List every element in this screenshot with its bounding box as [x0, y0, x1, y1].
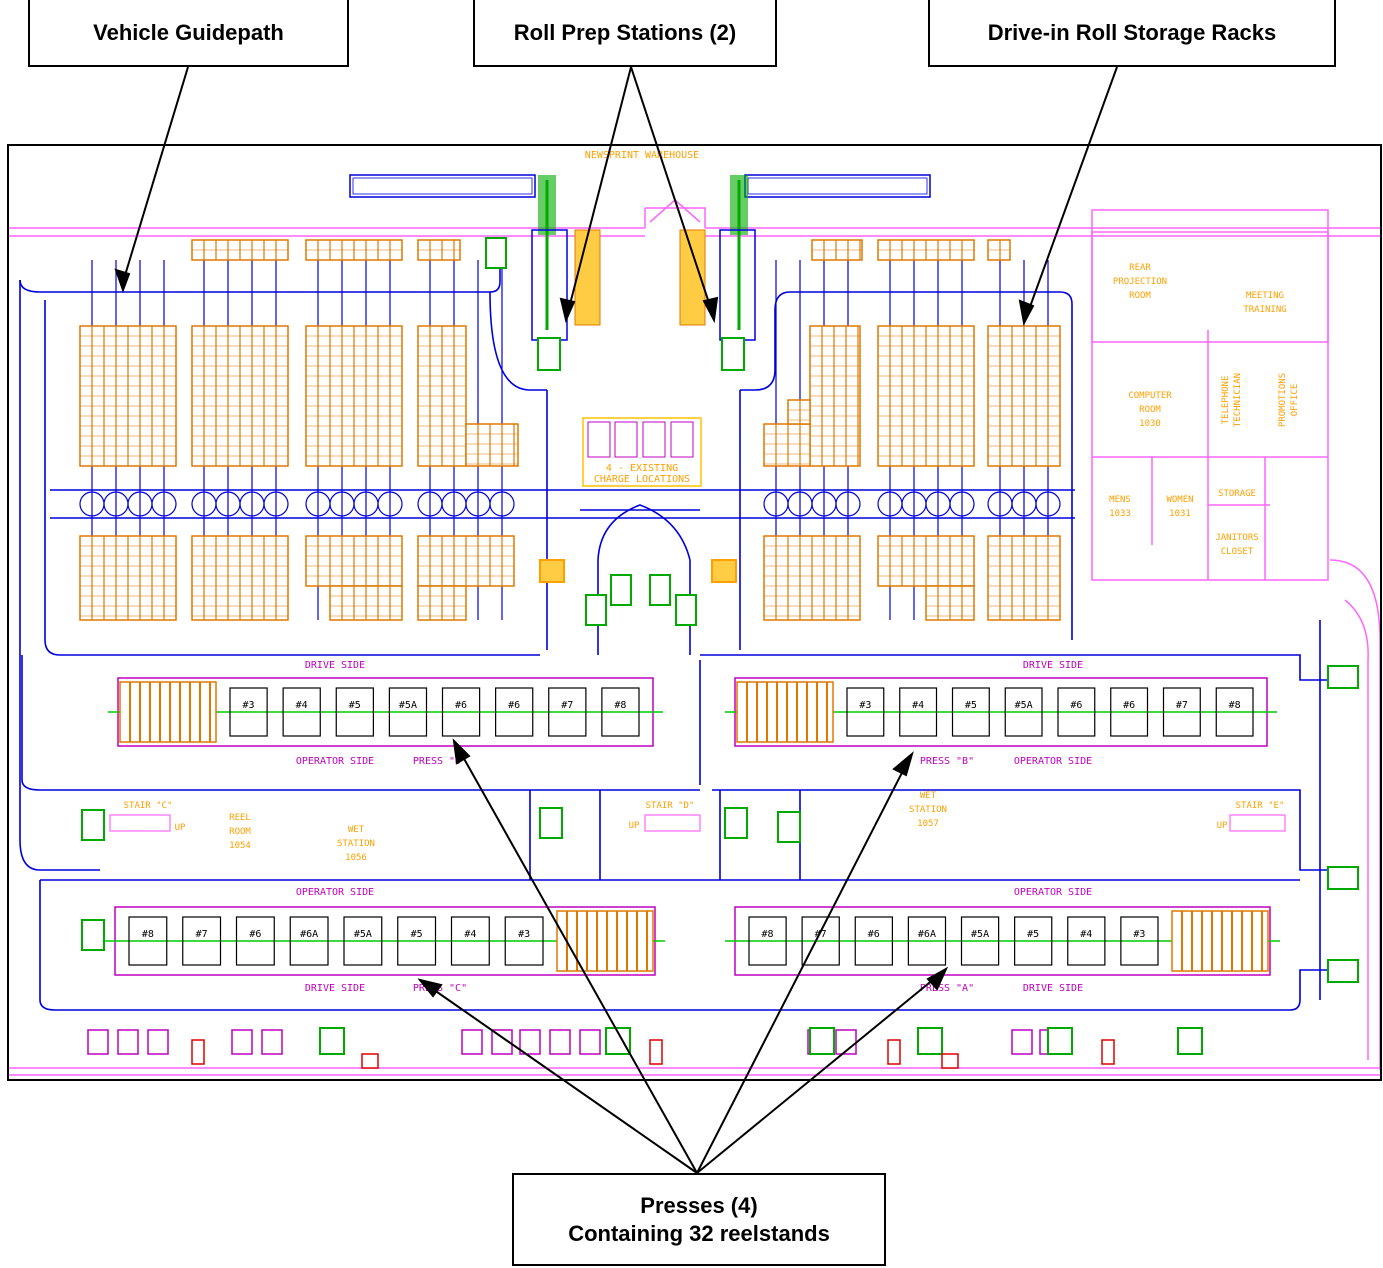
- callout-roll-prep-text: Roll Prep Stations (2): [513, 19, 737, 45]
- callout-presses: Presses (4) Containing 32 reelstands: [512, 1173, 886, 1266]
- callout-presses-line1: Presses (4): [640, 1193, 758, 1218]
- callout-vehicle-guidepath-text: Vehicle Guidepath: [93, 19, 284, 45]
- callout-storage-racks-text: Drive-in Roll Storage Racks: [987, 19, 1277, 45]
- callout-storage-racks: Drive-in Roll Storage Racks: [928, 0, 1336, 67]
- floor-plan-frame: [7, 144, 1382, 1081]
- callout-roll-prep-stations: Roll Prep Stations (2): [473, 0, 777, 67]
- callout-presses-line2: Containing 32 reelstands: [568, 1220, 830, 1246]
- callout-vehicle-guidepath: Vehicle Guidepath: [28, 0, 349, 67]
